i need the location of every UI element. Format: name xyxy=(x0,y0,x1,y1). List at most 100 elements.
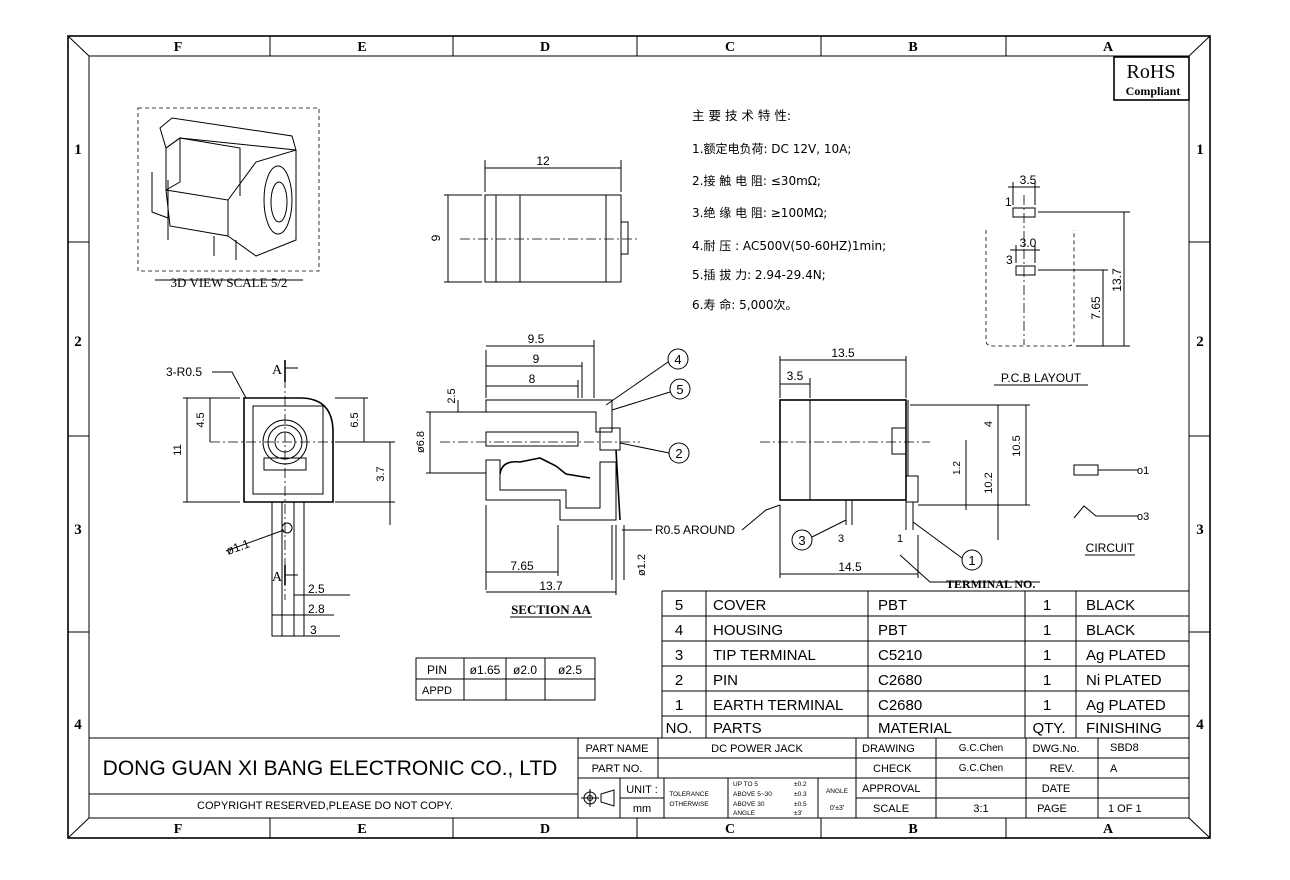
bom-row-2-qty: 1 xyxy=(1043,672,1051,689)
rev-value: A xyxy=(1110,763,1118,775)
zone-col-d-top: D xyxy=(540,40,550,55)
balloon-5: 5 xyxy=(676,382,683,397)
view-3d-label: 3D VIEW SCALE 5/2 xyxy=(171,275,288,290)
side-pin-1: 1 xyxy=(897,533,903,545)
dim-front-45: 4.5 xyxy=(195,412,207,427)
pin-table-header-pin: PIN xyxy=(427,663,447,677)
spec-item-2: 2.接 触 电 阻: ≤30mΩ; xyxy=(692,173,821,188)
bom-row-3-no: 3 xyxy=(675,647,683,664)
bom-header-finishing: FINISHING xyxy=(1086,720,1162,737)
bom-row-1-material: C2680 xyxy=(878,697,922,714)
balloon-2: 2 xyxy=(675,446,682,461)
zone-row-4-left: 4 xyxy=(74,717,82,733)
bom-row-5-finishing: BLACK xyxy=(1086,597,1135,614)
specs-title: 主 要 技 术 特 性: xyxy=(692,108,791,123)
specs-block: 主 要 技 术 特 性: 1.额定电负荷: DC 12V, 10A; 2.接 触… xyxy=(692,108,886,312)
date-label: DATE xyxy=(1042,783,1071,795)
part-name-value: DC POWER JACK xyxy=(711,743,803,755)
bom-header-no: NO. xyxy=(666,720,693,737)
dim-sec-r05: R0.5 AROUND xyxy=(655,523,735,537)
dim-sec-d68: ø6.8 xyxy=(415,431,427,453)
zone-row-3-left: 3 xyxy=(74,522,82,538)
tol-val-1: ±0.2 xyxy=(794,781,807,788)
dim-side-105: 10.5 xyxy=(1011,435,1023,456)
dim-pcb-765: 7.65 xyxy=(1089,296,1103,320)
section-mark-a-bottom: A xyxy=(272,570,283,585)
dim-front-37: 3.7 xyxy=(375,466,387,481)
scale-label: SCALE xyxy=(873,803,909,815)
zone-dividers xyxy=(68,36,1210,838)
balloon-1: 1 xyxy=(968,553,975,568)
dim-front-3: 3 xyxy=(310,623,317,637)
bom-header-material: MATERIAL xyxy=(878,720,952,737)
dim-side-135: 13.5 xyxy=(831,346,855,360)
zone-row-1-right: 1 xyxy=(1196,142,1204,158)
bom-row-2-finishing: Ni PLATED xyxy=(1086,672,1162,689)
tolerance-label: TOLERANCE xyxy=(669,791,709,798)
view-3d: 3D VIEW SCALE 5/2 xyxy=(137,107,320,290)
side-pin-3: 3 xyxy=(838,533,844,545)
bom-row-3-finishing: Ag PLATED xyxy=(1086,647,1166,664)
zone-col-c-top: C xyxy=(725,40,735,55)
zone-row-2-left: 2 xyxy=(74,334,82,350)
tol-row-3: ABOVE 30 xyxy=(733,801,765,808)
zone-col-d-bottom: D xyxy=(540,822,550,837)
dim-side-102: 10.2 xyxy=(983,472,995,493)
dim-front-65: 6.5 xyxy=(349,412,361,427)
section-label: SECTION AA xyxy=(511,602,591,617)
zone-col-f-bottom: F xyxy=(174,822,183,837)
zone-row-3-right: 3 xyxy=(1196,522,1204,538)
bom-row-1-finishing: Ag PLATED xyxy=(1086,697,1166,714)
spec-item-4: 4.耐 压 : AC500V(50-60HZ)1min; xyxy=(692,239,886,253)
zone-row-1-left: 1 xyxy=(74,142,82,158)
bom-row-3-qty: 1 xyxy=(1043,647,1051,664)
circuit-terminal-3: o3 xyxy=(1137,511,1149,523)
section-aa: 9.5 9 8 2.5 ø6.8 7.65 13.7 ø1.2 R0.5 ARO… xyxy=(415,332,735,618)
bom-row-5-no: 5 xyxy=(675,597,683,614)
dim-front-28: 2.8 xyxy=(308,602,325,616)
tol-val-4: ±3' xyxy=(794,810,802,817)
top-view: 12 9 xyxy=(429,154,640,283)
bom-row-5-qty: 1 xyxy=(1043,597,1051,614)
bom-row-5-material: PBT xyxy=(878,597,907,614)
bom-row-2-material: C2680 xyxy=(878,672,922,689)
scale-value: 3:1 xyxy=(973,803,988,815)
zone-row-4-right: 4 xyxy=(1196,717,1204,733)
spec-item-1: 1.额定电负荷: DC 12V, 10A; xyxy=(692,141,851,156)
balloon-3: 3 xyxy=(798,533,805,548)
circuit-diagram: o1 o3 CIRCUIT xyxy=(1073,464,1149,556)
side-view: 13.5 3.5 10.5 4 10.2 1.2 14.5 3 1 3 1 TE… xyxy=(741,346,1040,591)
balloon-4: 4 xyxy=(674,352,681,367)
check-value: G.C.Chen xyxy=(959,763,1003,774)
dwg-no-value: SBD8 xyxy=(1110,742,1139,754)
bom-header-parts: PARTS xyxy=(713,720,762,737)
dim-front-25: 2.5 xyxy=(308,582,325,596)
dim-top-12: 12 xyxy=(536,154,550,168)
tol-row-2: ABOVE 5~30 xyxy=(733,791,772,798)
dim-top-9: 9 xyxy=(429,234,443,241)
circuit-label: CIRCUIT xyxy=(1086,541,1135,555)
zone-col-a-top: A xyxy=(1103,40,1114,55)
copyright-notice: COPYRIGHT RESERVED,PLEASE DO NOT COPY. xyxy=(197,800,453,812)
section-mark-a-top: A xyxy=(272,363,283,378)
zone-col-e-top: E xyxy=(357,40,366,55)
bom-row-4-finishing: BLACK xyxy=(1086,622,1135,639)
page-label: PAGE xyxy=(1037,803,1067,815)
pcb-pin-1: 1 xyxy=(1005,195,1012,209)
drawing-label: DRAWING xyxy=(862,743,915,755)
pin-table-header-25: ø2.5 xyxy=(558,663,582,677)
circuit-terminal-1: o1 xyxy=(1137,465,1149,477)
bom-header-qty: QTY. xyxy=(1032,720,1065,737)
bom-table: 5 COVER PBT 1 BLACK 4 HOUSING PBT 1 BLAC… xyxy=(661,590,1189,738)
dim-sec-8: 8 xyxy=(529,372,536,386)
zone-col-b-bottom: B xyxy=(908,822,917,837)
dwg-no-label: DWG.No. xyxy=(1032,743,1079,755)
rohs-title: RoHS xyxy=(1127,61,1176,83)
rohs-subtitle: Compliant xyxy=(1126,84,1181,98)
dim-sec-25: 2.5 xyxy=(446,388,458,403)
dim-front-d11: ø1.1 xyxy=(224,536,252,557)
bom-row-4-qty: 1 xyxy=(1043,622,1051,639)
bom-row-2-no: 2 xyxy=(675,672,683,689)
spec-item-3: 3.绝 缘 电 阻: ≥100MΩ; xyxy=(692,205,827,220)
